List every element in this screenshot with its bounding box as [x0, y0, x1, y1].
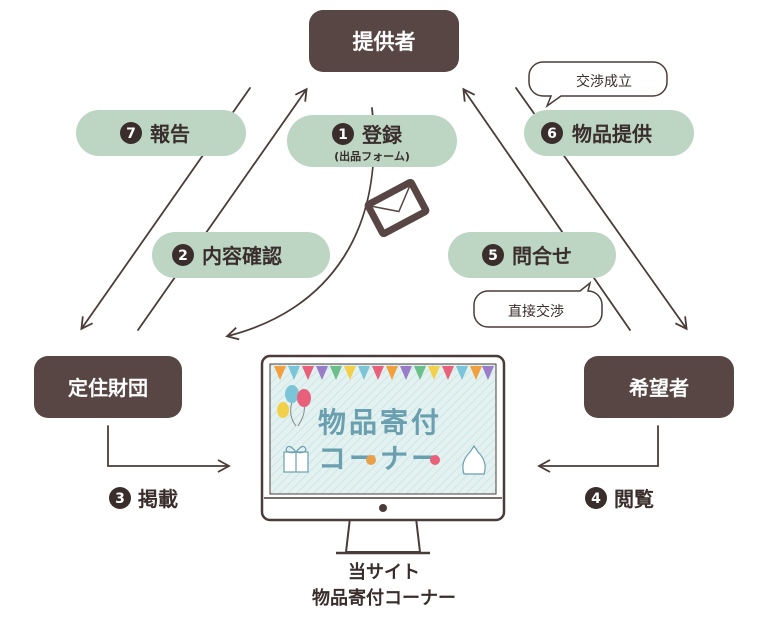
- node-foundation: 定住財団: [34, 356, 182, 418]
- step-1-badge: [332, 123, 354, 145]
- step-4-num: 4: [591, 491, 601, 507]
- step-6-label: 物品提供: [572, 122, 652, 146]
- node-requester-label: 希望者: [629, 376, 689, 400]
- step-7-label: 報告: [150, 122, 190, 146]
- step-1-label: 登録: [361, 123, 403, 147]
- step-2-badge: [172, 244, 194, 266]
- envelope-icon: [364, 178, 430, 238]
- step-3-num: 3: [115, 491, 125, 507]
- step-6-badge: [541, 122, 563, 144]
- step-2-label: 内容確認: [202, 244, 282, 268]
- arrow-confirm: [137, 87, 308, 331]
- step-3-badge: [109, 487, 131, 509]
- monitor-title-line1: 物品寄付: [318, 406, 442, 439]
- step-3: 3 掲載: [109, 487, 178, 511]
- step-6-num: 6: [547, 126, 557, 142]
- step-5-pill: 5 問合せ: [448, 232, 616, 278]
- gift-bag-icon: [462, 444, 486, 475]
- bubble-direct-text: 直接交渉: [508, 303, 564, 320]
- step-7-num: 7: [126, 126, 136, 142]
- step-1-pill: 1 登録 (出品フォーム): [287, 115, 457, 167]
- step-3-label: 掲載: [138, 487, 178, 511]
- monitor-caption-line2: 物品寄付コーナー: [312, 587, 456, 609]
- step-1-sub: (出品フォーム): [334, 149, 410, 163]
- step-7-badge: [120, 122, 142, 144]
- step-6-pill: 6 物品提供: [524, 110, 694, 156]
- step-4-label: 閲覧: [614, 487, 654, 511]
- node-provider: 提供者: [309, 10, 459, 72]
- arrow-publish: [107, 425, 231, 473]
- monitor-title-line2: コーナー: [318, 442, 442, 475]
- monitor: 物品寄付 コーナー: [260, 354, 506, 555]
- balloons-icon: [277, 385, 311, 427]
- monitor-caption-line1: 当サイト: [348, 561, 420, 583]
- bubble-deal-text: 交渉成立: [576, 73, 632, 90]
- node-provider-label: 提供者: [353, 30, 416, 54]
- step-2-pill: 2 内容確認: [152, 232, 330, 278]
- step-7-pill: 7 報告: [76, 110, 246, 156]
- node-requester: 希望者: [584, 356, 734, 418]
- apple-logo-icon: [379, 504, 387, 512]
- arrow-inquiry: [462, 87, 631, 331]
- step-5-badge: [482, 244, 504, 266]
- node-foundation-label: 定住財団: [68, 376, 148, 400]
- bunting-flags: [274, 366, 494, 380]
- step-5-num: 5: [488, 248, 498, 264]
- arrow-browse: [537, 425, 659, 473]
- step-4-badge: [585, 487, 607, 509]
- bubble-deal: 交渉成立: [528, 61, 668, 109]
- step-2-num: 2: [178, 248, 188, 264]
- step-1-num: 1: [338, 127, 348, 143]
- gift-box-icon: [283, 445, 309, 473]
- bubble-direct: 直接交渉: [473, 281, 603, 328]
- step-5-label: 問合せ: [512, 244, 572, 268]
- step-4: 4 閲覧: [585, 487, 654, 511]
